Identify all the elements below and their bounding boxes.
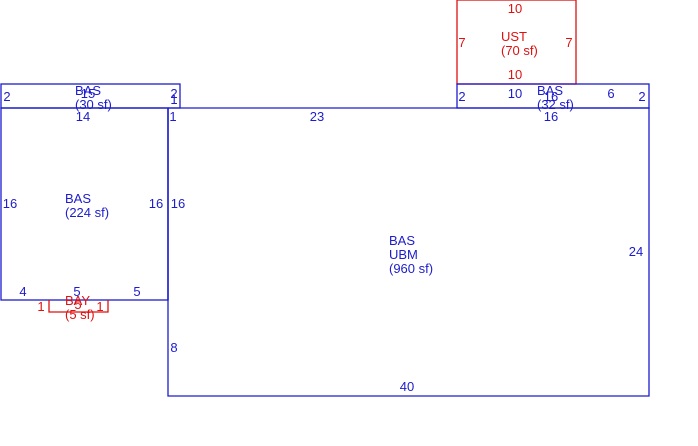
- dim-left-left: 16: [3, 196, 17, 211]
- dim-main-right: 24: [629, 244, 643, 259]
- left-bas-code: BAS: [65, 191, 91, 206]
- ust-area: (70 sf): [501, 43, 538, 58]
- dim-ust-left: 7: [458, 35, 465, 50]
- bay-outline: [48, 300, 109, 313]
- dim-strip-right-inner: 10: [508, 86, 522, 101]
- dim-main-left: 16: [171, 196, 185, 211]
- dim-strip-left-right-b: 1: [170, 92, 177, 107]
- dim-strip-left-bottom: 14: [76, 109, 90, 124]
- left-bas-area: (224 sf): [65, 205, 109, 220]
- dim-ust-bottom: 10: [508, 67, 522, 82]
- dim-ust-right: 7: [565, 35, 572, 50]
- dim-strip-left-left: 2: [3, 89, 10, 104]
- dim-main-top: 23: [310, 109, 324, 124]
- dim-left-bottom-a: 4: [19, 284, 26, 299]
- strip-left-code: BAS: [75, 83, 101, 98]
- dim-left-bottom-c: 5: [133, 284, 140, 299]
- bay-area: (5 sf): [65, 307, 95, 322]
- main-bas-area: (960 sf): [389, 261, 433, 276]
- dim-strip-right-right: 2: [638, 89, 645, 104]
- dim-left-bottom-b: 5: [73, 284, 80, 299]
- dim-main-left-top: 1: [169, 109, 176, 124]
- dim-strip-left-top: 15: [81, 86, 95, 101]
- bay-code: BAY: [65, 293, 90, 308]
- dim-main-bottom: 40: [400, 379, 414, 394]
- strip-left-area: (30 sf): [75, 97, 112, 112]
- dim-strip-right-mid: 16: [544, 89, 558, 104]
- main-bas-code: BAS: [389, 233, 415, 248]
- dim-ust-top: 10: [508, 1, 522, 16]
- dim-bay-right: 1: [96, 299, 103, 314]
- dim-strip-left-right: 2: [170, 86, 177, 101]
- dim-main-lower-left: 8: [170, 340, 177, 355]
- ust-code: UST: [501, 29, 527, 44]
- dim-left-right: 16: [149, 196, 163, 211]
- dim-strip-right-bottom: 16: [544, 109, 558, 124]
- main-bas-sub: UBM: [389, 247, 418, 262]
- dim-bay-left: 1: [37, 299, 44, 314]
- dim-strip-right-left: 2: [458, 89, 465, 104]
- strip-right-area: (32 sf): [537, 97, 574, 112]
- dim-bay-top: 5: [74, 297, 81, 312]
- dim-strip-right-end: 6: [607, 86, 614, 101]
- strip-right-code: BAS: [537, 83, 563, 98]
